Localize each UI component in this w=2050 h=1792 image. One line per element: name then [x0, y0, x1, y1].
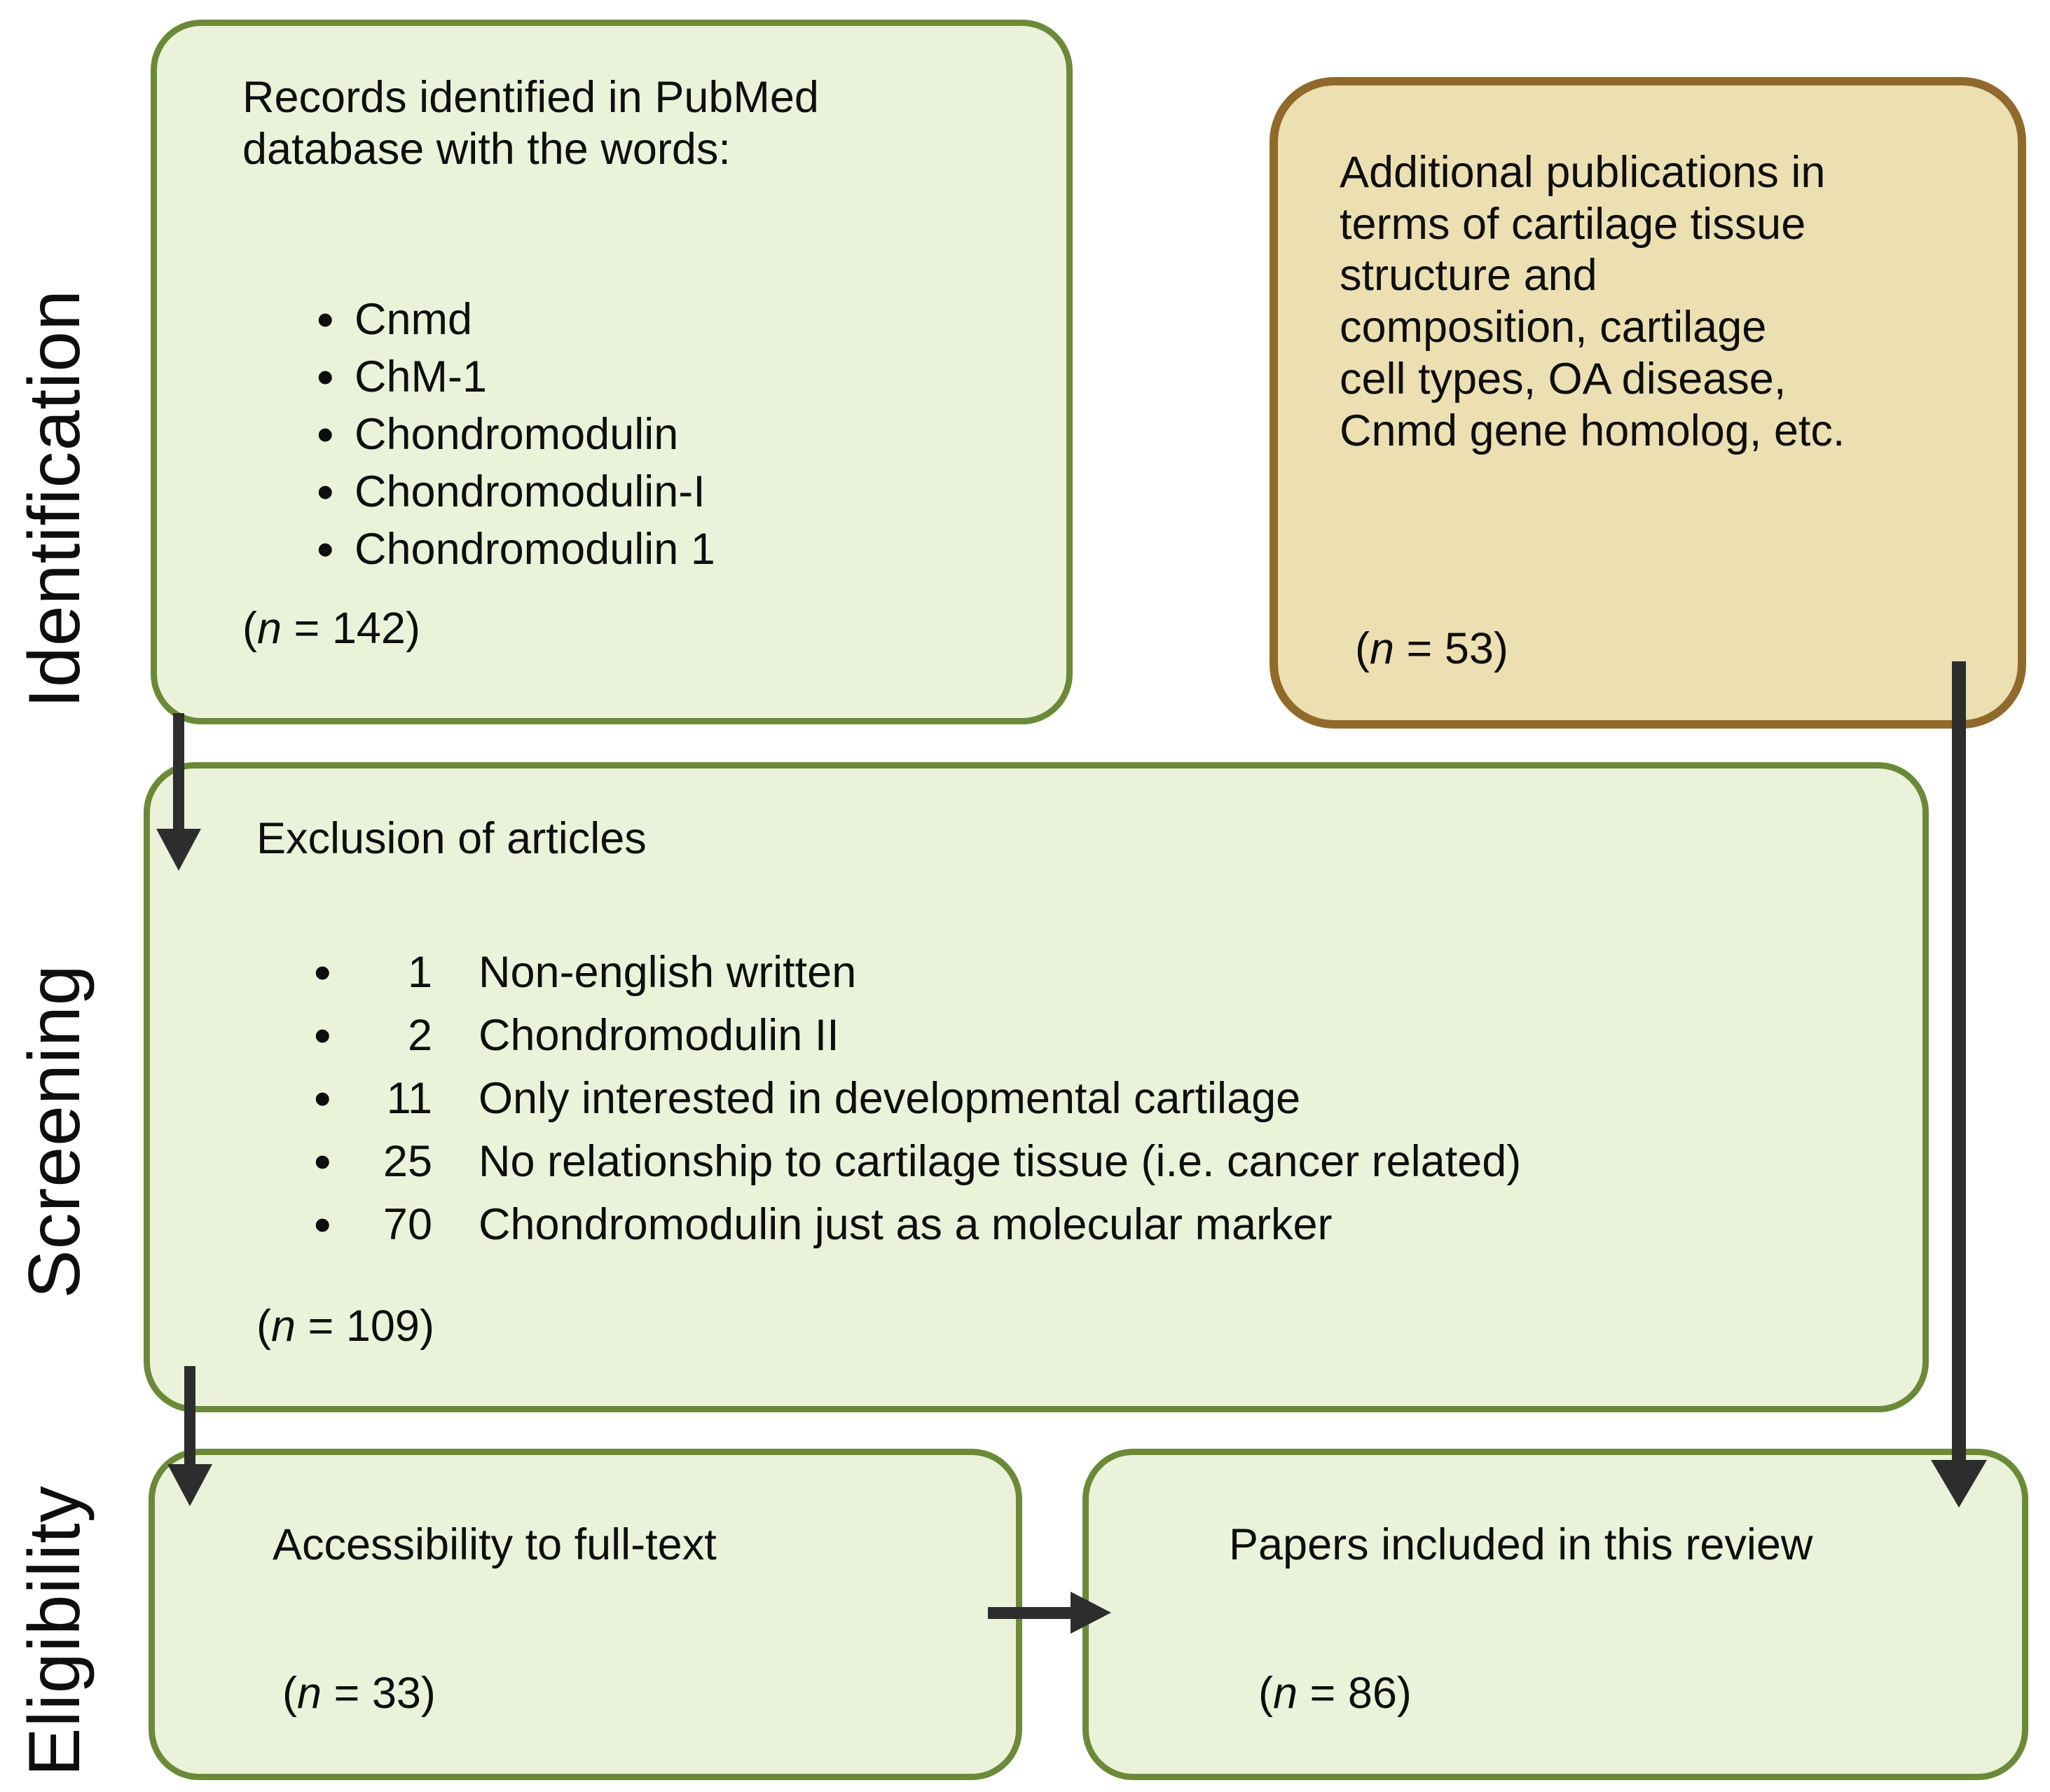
exclusion-reason-label: Chondromodulin just as a molecular marke…: [479, 1199, 1333, 1249]
exclusion-reason-label: No relationship to cartilage tissue (i.e…: [479, 1136, 1522, 1186]
exclusion-reason-label: Chondromodulin II: [479, 1010, 839, 1060]
arrowhead-right-icon: [1071, 1592, 1111, 1634]
exclusion-count-value: 25: [383, 1136, 432, 1186]
exclusion-reason-label: Non-english written: [479, 947, 857, 997]
flow-node-records-identified: Records identified in PubMed database wi…: [151, 20, 1073, 724]
list-item: 11 Only interested in developmental carti…: [314, 1067, 1887, 1130]
list-item: Chondromodulin-I: [317, 463, 1031, 521]
exclusion-count-value: 70: [383, 1199, 432, 1249]
stage-label-eligibility: Eligibility: [13, 1485, 95, 1777]
exclusion-count-value: 1: [407, 947, 432, 997]
list-item: Chondromodulin: [317, 406, 1031, 463]
list-item: 1 Non-english written: [314, 941, 1887, 1004]
arrow-records-to-exclusion: [173, 713, 184, 830]
exclusion-count-value: 11: [386, 1073, 432, 1123]
list-item: 70 Chondromodulin just as a molecular mar…: [314, 1193, 1887, 1256]
list-item: ChM-1: [317, 348, 1031, 406]
flow-node-fulltext-accessibility: Accessibility to full-text (n = 33): [149, 1449, 1022, 1780]
records-title: Records identified in PubMed database wi…: [242, 73, 819, 174]
list-item: 2 Chondromodulin II: [314, 1004, 1887, 1067]
arrow-additional-to-included: [1952, 661, 1966, 1461]
additional-count: (n = 53): [1355, 624, 1508, 674]
exclusion-total-count: (n = 109): [256, 1301, 434, 1351]
flow-node-papers-included: Papers included in this review (n = 86): [1082, 1449, 2028, 1780]
list-item: 25 No relationship to cartilage tissue (i…: [314, 1130, 1887, 1193]
stage-label-identification: Identification: [13, 289, 95, 708]
exclusion-title: Exclusion of articles: [256, 814, 647, 863]
fulltext-count: (n = 33): [282, 1668, 436, 1718]
exclusion-reason-label: Only interested in developmental cartila…: [479, 1073, 1301, 1123]
records-keyword-list: Cnmd ChM-1 Chondromodulin Chondromodulin…: [317, 291, 1031, 578]
arrowhead-down-icon: [156, 829, 201, 871]
fulltext-title: Accessibility to full-text: [273, 1520, 717, 1569]
list-item: Cnmd: [317, 291, 1031, 348]
arrow-fulltext-to-included: [988, 1607, 1072, 1619]
included-count: (n = 86): [1258, 1668, 1412, 1718]
additional-text: Additional publications in terms of cart…: [1340, 148, 1845, 455]
arrowhead-down-icon: [167, 1464, 212, 1506]
arrow-exclusion-to-fulltext: [184, 1366, 195, 1466]
arrowhead-down-icon: [1931, 1460, 1987, 1508]
flow-node-additional-publications: Additional publications in terms of cart…: [1270, 77, 2026, 729]
flow-node-exclusion: Exclusion of articles 1 Non-english writt…: [144, 762, 1929, 1412]
list-item: Chondromodulin 1: [317, 521, 1031, 578]
exclusion-count-value: 2: [407, 1010, 432, 1060]
records-count: (n = 142): [242, 604, 420, 654]
included-title: Papers included in this review: [1229, 1520, 1813, 1569]
